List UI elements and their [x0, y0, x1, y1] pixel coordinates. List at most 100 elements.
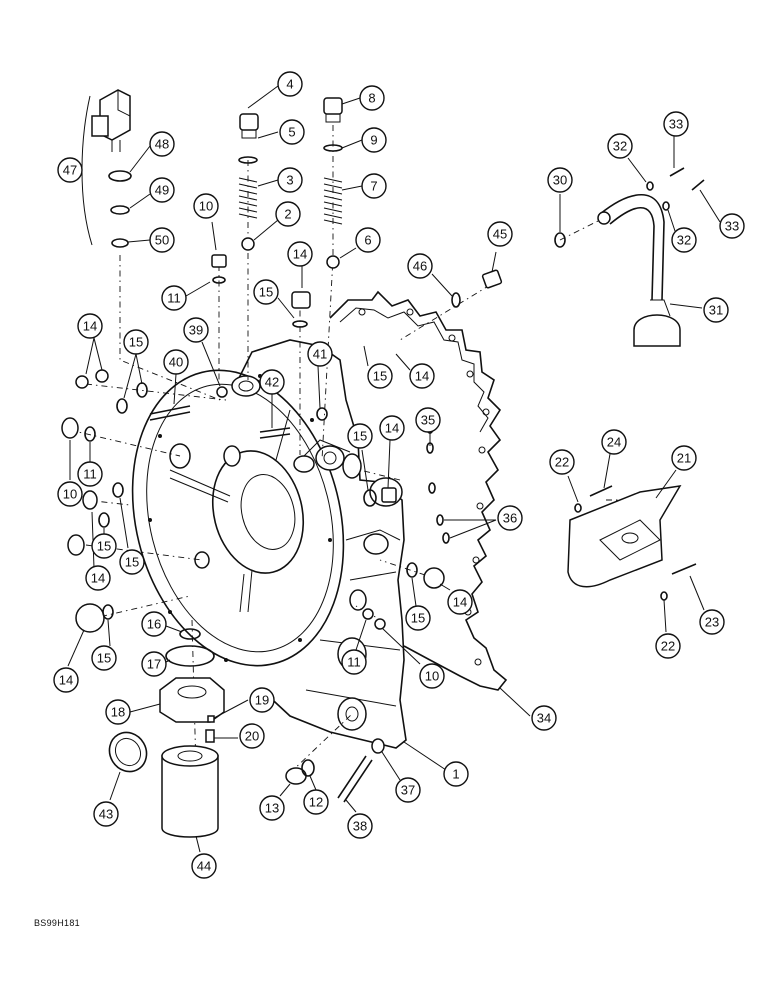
callout-circle: [141, 611, 167, 637]
callout-circle: [699, 609, 725, 635]
callout-label: 2: [284, 207, 291, 222]
drawing-code: BS99H181: [34, 918, 80, 928]
callout-circle: [149, 177, 175, 203]
callout-label: 11: [167, 291, 181, 306]
callout-circle: [77, 461, 103, 487]
callout-label: 49: [155, 183, 169, 198]
callout-41: 41: [307, 341, 333, 409]
callout-32b: 32: [667, 209, 697, 253]
callout-label: 34: [537, 711, 551, 726]
callout-label: 44: [197, 859, 211, 874]
callout-circle: [447, 589, 473, 615]
callout-15h: 15: [405, 577, 431, 631]
callout-circle: [163, 349, 189, 375]
callout-circle: [57, 481, 83, 507]
callout-14f: 14: [53, 629, 85, 693]
callout-circle: [183, 317, 209, 343]
relief-valve-stack-left: [238, 113, 259, 251]
callout-38: 38: [345, 799, 373, 839]
callout-42: 42: [259, 369, 285, 428]
callout-circle: [259, 795, 285, 821]
callout-14e: 14: [85, 511, 111, 591]
callout-label: 24: [607, 435, 621, 450]
callout-label: 14: [91, 571, 105, 586]
callout-15g: 15: [91, 619, 117, 671]
callout-label: 14: [59, 673, 73, 688]
callout-circle: [703, 297, 729, 323]
callout-33b: 33: [699, 189, 745, 239]
callout-label: 45: [493, 227, 507, 242]
callout-label: 15: [125, 555, 139, 570]
callout-15c: 15: [363, 345, 393, 389]
callout-10a: 10: [193, 193, 219, 251]
callout-circle: [303, 789, 329, 815]
callout-circle: [419, 663, 445, 689]
callout-label: 30: [553, 173, 567, 188]
callout-circle: [671, 227, 697, 253]
callout-circle: [359, 85, 385, 111]
callout-circle: [655, 633, 681, 659]
callout-circle: [719, 213, 745, 239]
callout-circle: [663, 111, 689, 137]
callout-label: 15: [129, 335, 143, 350]
callout-label: 11: [347, 655, 361, 670]
callout-3: 3: [257, 167, 303, 193]
callout-15d: 15: [347, 423, 373, 491]
callout-35: 35: [415, 407, 441, 446]
callout-circle: [123, 329, 149, 355]
callout-circle: [93, 801, 119, 827]
callout-circle: [415, 407, 441, 433]
callout-48: 48: [129, 131, 175, 173]
callout-32a: 32: [607, 133, 647, 183]
callout-circle: [487, 221, 513, 247]
callout-circle: [355, 227, 381, 253]
callout-label: 3: [286, 173, 293, 188]
callout-40: 40: [163, 349, 189, 405]
callout-label: 15: [411, 611, 425, 626]
callout-circle: [407, 253, 433, 279]
callout-circle: [161, 285, 187, 311]
callout-label: 6: [364, 233, 371, 248]
callout-circle: [395, 777, 421, 803]
callout-label: 32: [677, 233, 691, 248]
callout-30: 30: [547, 167, 573, 232]
callout-label: 40: [169, 355, 183, 370]
callout-label: 47: [63, 163, 77, 178]
filter-assembly: [108, 628, 225, 838]
callout-circle: [91, 645, 117, 671]
callout-circle: [443, 761, 469, 787]
callout-label: 23: [705, 615, 719, 630]
callout-label: 42: [265, 375, 279, 390]
dipstick-tube: [554, 167, 705, 347]
callout-circle: [149, 227, 175, 253]
callout-label: 17: [147, 657, 161, 672]
callout-circle: [141, 651, 167, 677]
callout-label: 20: [245, 729, 259, 744]
callout-label: 48: [155, 137, 169, 152]
callout-label: 15: [97, 539, 111, 554]
callout-31: 31: [669, 297, 729, 323]
callout-label: 14: [385, 421, 399, 436]
callout-23: 23: [689, 575, 725, 635]
callout-circle: [307, 341, 333, 367]
callout-circle: [347, 423, 373, 449]
callout-49: 49: [129, 177, 175, 209]
callout-circle: [193, 193, 219, 219]
callout-label: 46: [413, 259, 427, 274]
callout-circle: [671, 445, 697, 471]
callout-19: 19: [213, 687, 275, 719]
callout-14c: 14: [395, 353, 435, 389]
callout-14b: 14: [77, 313, 103, 375]
callout-label: 22: [555, 455, 569, 470]
callout-circle: [105, 699, 131, 725]
callout-46: 46: [407, 253, 453, 297]
callout-11a: 11: [161, 281, 211, 311]
callout-label: 14: [293, 247, 307, 262]
callout-14d: 14: [379, 415, 405, 489]
callout-6: 6: [339, 227, 381, 259]
callout-circle: [191, 853, 217, 879]
callout-circle: [409, 363, 435, 389]
callout-21: 21: [655, 445, 697, 499]
callout-circle: [149, 131, 175, 157]
